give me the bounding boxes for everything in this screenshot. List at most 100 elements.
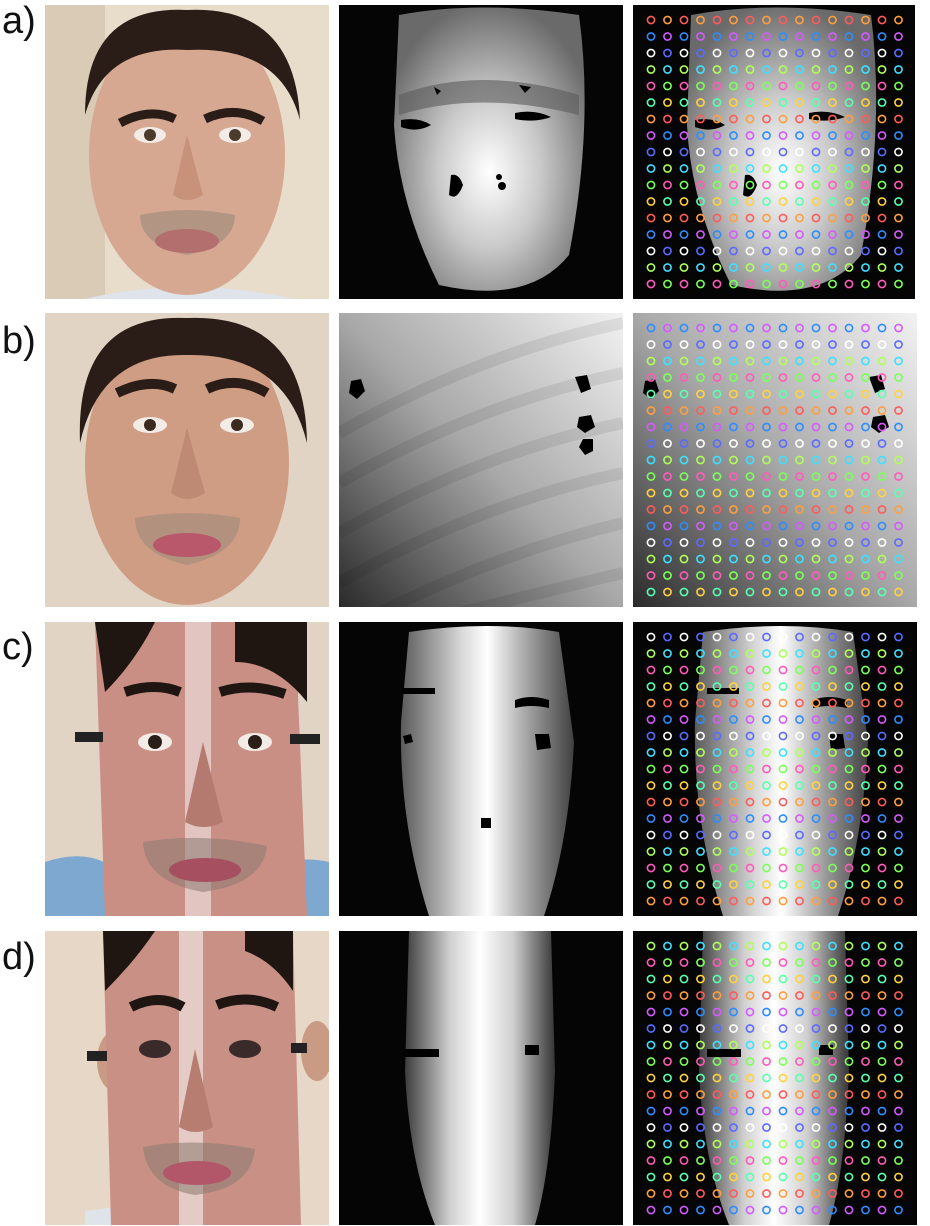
- sample-point-marker: [811, 649, 821, 658]
- sample-point-marker: [811, 505, 821, 514]
- sample-point-marker: [762, 649, 771, 658]
- sample-point-marker: [729, 1024, 738, 1033]
- sample-point-marker: [811, 131, 821, 140]
- sample-point-marker: [663, 373, 672, 382]
- sample-point-marker: [778, 505, 788, 514]
- sample-point-marker: [778, 764, 788, 774]
- sample-point-marker: [663, 665, 672, 675]
- sample-point-marker: [646, 764, 656, 774]
- sample-point-marker: [745, 472, 755, 481]
- sample-point-marker: [646, 571, 656, 580]
- sample-point-marker: [811, 863, 821, 873]
- sample-point-marker: [745, 197, 755, 206]
- sample-point-marker: [712, 164, 722, 173]
- sample-point-marker: [679, 213, 689, 223]
- sample-point-marker: [712, 1156, 722, 1165]
- sample-point-marker: [762, 455, 771, 465]
- sample-point-marker: [894, 373, 903, 382]
- sample-point-marker: [663, 521, 672, 531]
- sample-point-marker: [861, 48, 870, 58]
- sample-point-marker: [745, 81, 755, 91]
- sample-point-marker: [712, 98, 722, 107]
- sample-point-marker: [811, 521, 821, 531]
- sample-point-marker: [861, 682, 870, 691]
- sample-point-marker: [844, 521, 854, 531]
- sample-point-marker: [811, 847, 821, 856]
- sample-point-marker: [762, 632, 771, 642]
- sample-point-marker: [696, 682, 705, 691]
- sample-point-marker: [861, 521, 870, 531]
- sample-point-marker: [861, 571, 870, 580]
- sample-point-marker: [778, 356, 788, 366]
- sample-point-marker: [894, 1057, 903, 1066]
- sample-point-marker: [778, 1024, 788, 1033]
- sample-point-marker: [844, 649, 854, 658]
- sample-point-marker: [762, 488, 771, 498]
- sample-point-marker: [745, 1172, 755, 1182]
- sample-point-marker: [844, 974, 854, 984]
- sample-point-marker: [745, 896, 755, 906]
- sample-point-marker: [844, 764, 854, 774]
- sample-point-marker: [778, 15, 788, 25]
- sample-point-marker: [745, 505, 755, 514]
- sample-point-marker: [646, 81, 656, 91]
- sample-point-marker: [861, 1123, 870, 1132]
- sample-point-marker: [778, 632, 788, 642]
- sample-point-marker: [762, 715, 771, 724]
- sample-point-marker: [762, 32, 771, 41]
- sample-point-marker: [894, 32, 903, 41]
- sample-point-marker: [844, 455, 854, 465]
- sample-point-marker: [679, 406, 689, 415]
- sample-point-marker: [795, 197, 804, 206]
- sample-point-marker: [894, 279, 903, 289]
- sample-point-marker: [811, 682, 821, 691]
- sample-point-marker: [894, 797, 903, 807]
- sample-point-marker: [811, 389, 821, 399]
- sample-point-marker: [646, 797, 656, 807]
- sample-point-marker: [861, 373, 870, 382]
- sample-point-marker: [861, 164, 870, 173]
- sample-point-marker: [894, 1123, 903, 1132]
- sample-point-marker: [828, 991, 837, 1000]
- sample-point-marker: [877, 521, 887, 531]
- sample-point-marker: [729, 1090, 738, 1099]
- sample-point-marker: [712, 991, 722, 1000]
- sample-point-marker: [696, 505, 705, 514]
- sample-point-marker: [844, 847, 854, 856]
- sample-point-marker: [828, 1024, 837, 1033]
- sample-point-marker: [729, 797, 738, 807]
- sample-point-marker: [828, 98, 837, 107]
- sample-point-marker: [828, 632, 837, 642]
- sample-point-marker: [894, 439, 903, 448]
- sample-point-marker: [745, 131, 755, 140]
- sample-point-marker: [729, 340, 738, 349]
- sample-point-marker: [696, 880, 705, 889]
- sample-point-marker: [861, 649, 870, 658]
- sample-point-marker: [894, 682, 903, 691]
- sample-point-marker: [778, 521, 788, 531]
- sample-point-marker: [646, 505, 656, 514]
- sample-point-marker: [679, 554, 689, 564]
- sample-point-marker: [894, 213, 903, 223]
- sample-point-marker: [828, 197, 837, 206]
- sample-point-marker: [894, 389, 903, 399]
- sample-point-marker: [696, 1007, 705, 1017]
- sample-point-marker: [877, 847, 887, 856]
- sample-point-marker: [679, 197, 689, 206]
- sample-point-marker: [712, 131, 722, 140]
- sample-point-marker: [696, 632, 705, 642]
- sample-point-marker: [712, 180, 722, 190]
- sample-point-marker: [778, 81, 788, 91]
- sample-point-marker: [745, 422, 755, 432]
- sample-point-marker: [762, 65, 771, 74]
- sample-point-marker: [679, 455, 689, 465]
- sample-point-marker: [795, 1007, 804, 1017]
- sample-point-marker: [745, 48, 755, 58]
- sample-point-marker: [778, 114, 788, 124]
- sample-point-marker: [795, 340, 804, 349]
- sample-point-marker: [795, 1123, 804, 1132]
- sample-point-marker: [828, 1139, 837, 1149]
- sample-point-marker: [811, 439, 821, 448]
- sample-point-marker: [762, 571, 771, 580]
- sample-point-marker: [828, 180, 837, 190]
